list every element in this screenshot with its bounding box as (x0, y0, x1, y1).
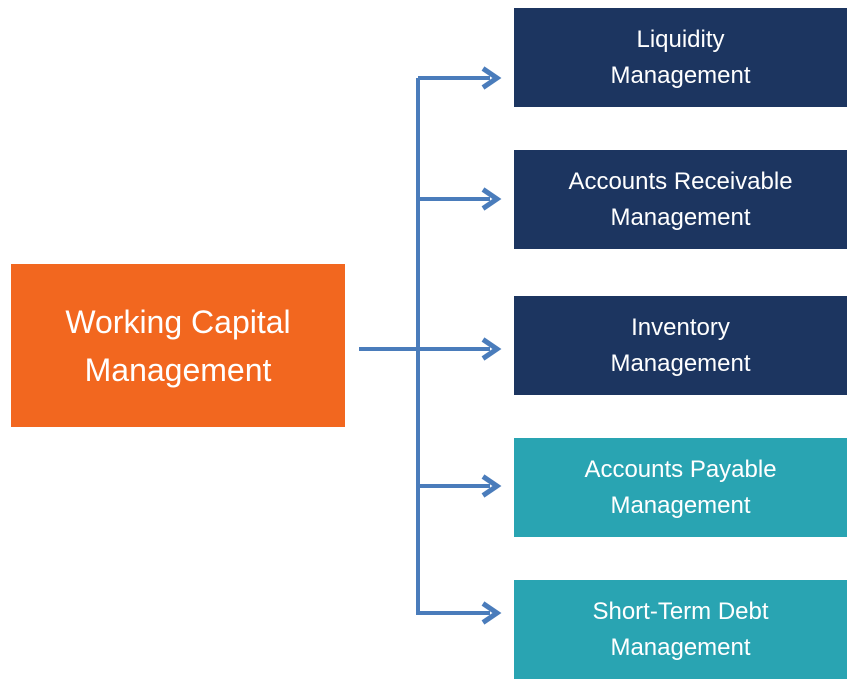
node-inventory-management: Inventory Management (514, 296, 847, 395)
node-label-line-1: Short-Term Debt (592, 597, 769, 625)
node-label-line-2: Management (610, 491, 751, 519)
node-label-line-2: Management (610, 203, 751, 231)
arrowhead-inventory (481, 337, 502, 361)
node-label-line-1: Accounts Receivable (568, 167, 793, 195)
node-short-term-debt-management: Short-Term Debt Management (514, 580, 847, 679)
root-node-label-line-2: Management (84, 351, 272, 388)
node-label-line-1: Accounts Payable (584, 455, 777, 483)
root-node-label-line-1: Working Capital (65, 303, 291, 340)
node-label-line-2: Management (610, 61, 751, 89)
node-label-line-1: Inventory (631, 313, 730, 341)
arrowhead-accounts-payable (481, 474, 502, 498)
root-node-working-capital-management: Working Capital Management (11, 264, 345, 427)
node-accounts-payable-management: Accounts Payable Management (514, 438, 847, 537)
node-label-line-2: Management (610, 633, 751, 661)
node-liquidity-management: Liquidity Management (514, 8, 847, 107)
node-accounts-receivable-management: Accounts Receivable Management (514, 150, 847, 249)
node-label-line-1: Liquidity (636, 25, 725, 53)
arrowhead-short-term-debt (481, 601, 502, 625)
arrowhead-liquidity (481, 66, 502, 90)
node-label-line-2: Management (610, 349, 751, 377)
arrowhead-accounts-receivable (481, 187, 502, 211)
